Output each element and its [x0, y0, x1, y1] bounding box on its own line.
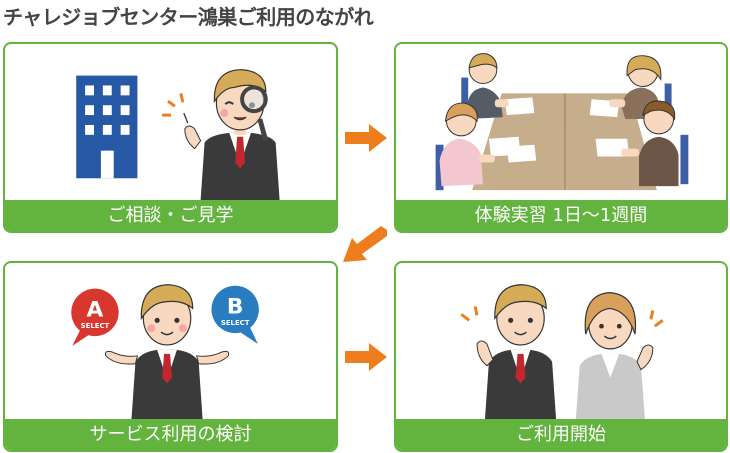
choice-b-icon: B SELECT	[211, 285, 259, 344]
step-card-consultation: ご相談・ご見学	[3, 42, 338, 233]
person-left	[439, 102, 495, 187]
step-card-trial-training: 体験実習 1日〜1週間	[394, 42, 728, 233]
step-label: ご利用開始	[396, 419, 726, 450]
businesswoman-pointing	[575, 292, 664, 419]
svg-text:A: A	[87, 297, 104, 322]
illustration-start	[396, 263, 726, 419]
arrow-right-icon	[345, 343, 387, 371]
person-top-right	[609, 55, 662, 120]
businessman-pointing	[460, 284, 557, 419]
person-right	[621, 100, 679, 187]
step-label: ご相談・ご見学	[5, 200, 336, 231]
svg-text:B: B	[227, 294, 244, 319]
page-title: チャレジョブセンター鴻巣ご利用のながれ	[3, 5, 374, 29]
step-label: 体験実習 1日〜1週間	[396, 200, 726, 231]
choice-a-icon: A SELECT	[71, 288, 119, 346]
illustration-meeting	[396, 44, 726, 200]
building-icon	[76, 75, 138, 179]
businessman-with-magnifier	[162, 69, 280, 200]
step-label: サービス利用の検討	[5, 419, 336, 450]
businessman-shrugging	[104, 284, 230, 419]
svg-text:SELECT: SELECT	[221, 319, 250, 327]
chairs	[435, 77, 689, 191]
arrow-right-icon	[345, 124, 387, 152]
svg-text:SELECT: SELECT	[81, 322, 110, 330]
meeting-table	[472, 93, 657, 191]
step-card-service-review: A SELECT B SELECT	[3, 261, 338, 452]
illustration-consultation	[5, 44, 336, 200]
arrow-down-left-icon	[343, 226, 387, 262]
step-card-start-use: ご利用開始	[394, 261, 728, 452]
illustration-choice: A SELECT B SELECT	[5, 263, 336, 419]
